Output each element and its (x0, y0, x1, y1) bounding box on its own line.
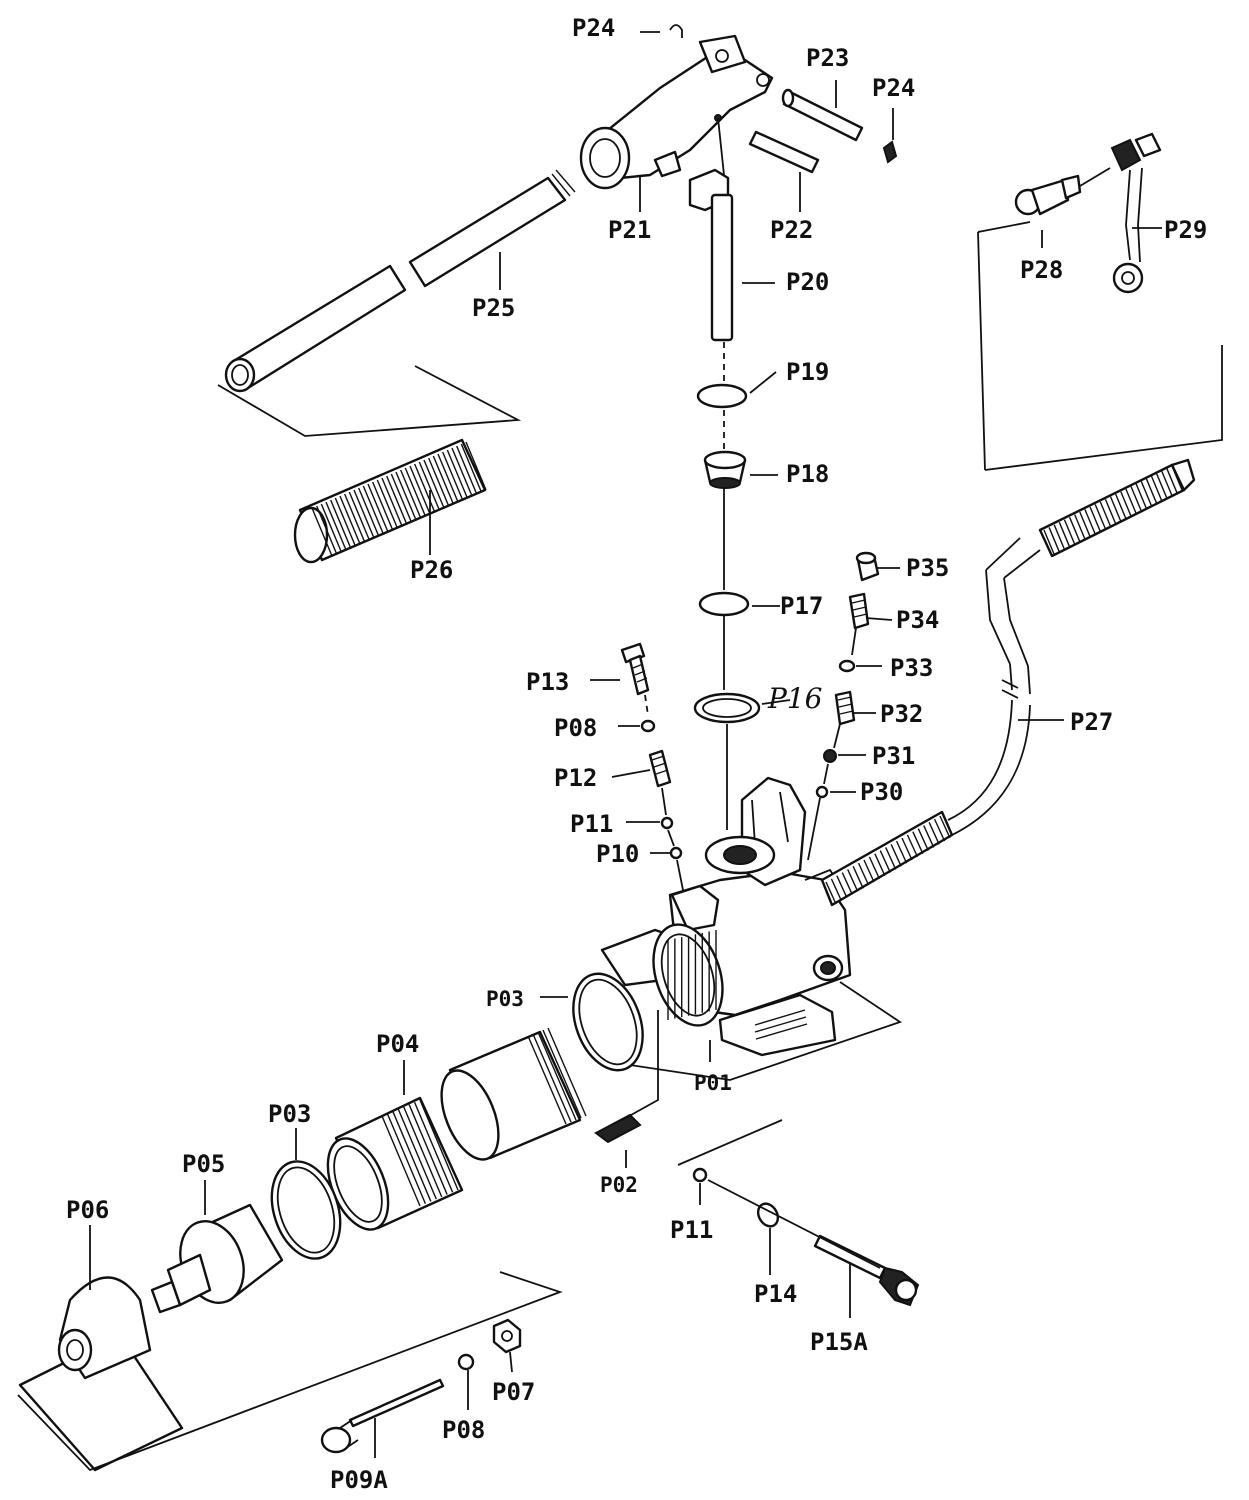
label-p33: P33 (890, 654, 933, 682)
label-p10: P10 (596, 840, 639, 868)
label-p02: P02 (600, 1173, 638, 1197)
label-p15a: P15A (810, 1328, 868, 1356)
ball-seat-p31 (823, 749, 837, 763)
o-ring-p14 (756, 1202, 780, 1228)
o-ring-p03-front (572, 972, 644, 1072)
label-p31: P31 (872, 742, 915, 770)
pump-plunger-p20 (688, 168, 734, 342)
spring-p12 (648, 749, 672, 788)
leader-lines (89, 31, 1162, 1458)
label-p01: P01 (694, 1071, 732, 1095)
cap-p35 (855, 551, 880, 582)
ball-p08-upper (640, 719, 656, 733)
release-screw-p09a (320, 1378, 445, 1454)
label-p26: P26 (410, 556, 453, 584)
label-p08-lower: P08 (442, 1416, 485, 1444)
ram-p05 (150, 1203, 284, 1314)
handle-socket-p21 (579, 34, 774, 190)
washer-p16 (693, 692, 761, 724)
o-ring-p19 (696, 383, 748, 409)
label-p27: P27 (1070, 708, 1113, 736)
label-p30: P30 (860, 778, 903, 806)
o-ring-p17 (698, 591, 750, 617)
label-p25: P25 (472, 294, 515, 322)
label-p03-rear: P03 (268, 1100, 311, 1128)
fitting-p28 (1014, 167, 1111, 216)
label-p13: P13 (526, 668, 569, 696)
label-p20: P20 (786, 268, 829, 296)
screw-p13 (620, 642, 650, 696)
saddle-base-p06 (18, 1276, 184, 1472)
label-p32: P32 (880, 700, 923, 728)
label-p29: P29 (1164, 216, 1207, 244)
spring-p34 (848, 592, 870, 630)
label-p06: P06 (66, 1196, 109, 1224)
release-valve-p15a (813, 1234, 920, 1307)
ball-p30 (815, 785, 829, 799)
seal-p18 (703, 450, 747, 489)
washer-p33 (838, 659, 856, 673)
label-p28: P28 (1020, 256, 1063, 284)
label-p09a: P09A (330, 1466, 388, 1494)
label-p07: P07 (492, 1378, 535, 1406)
clip-p24-right (882, 140, 898, 164)
clamp-p29 (1110, 132, 1162, 294)
label-p17: P17 (780, 592, 823, 620)
part-labels: P24 P23 P24 P21 P22 P20 P25 P19 P18 P26 … (66, 14, 1207, 1494)
pin-p23 (781, 88, 864, 142)
pump-body-p01 (600, 776, 903, 1081)
sleeve-p04-rear (326, 1096, 464, 1231)
hose-p27 (820, 458, 1196, 907)
grip-p26 (293, 438, 487, 564)
label-p23: P23 (806, 44, 849, 72)
label-p12: P12 (554, 764, 597, 792)
label-p11-lower: P11 (670, 1216, 713, 1244)
label-p35: P35 (906, 554, 949, 582)
label-p05: P05 (182, 1150, 225, 1178)
label-p24-top: P24 (572, 14, 615, 42)
label-p21: P21 (608, 216, 651, 244)
label-p03-front: P03 (486, 987, 524, 1011)
label-p14: P14 (754, 1280, 797, 1308)
handle-tube-p25 (224, 169, 576, 393)
ball-p11-lower (692, 1167, 708, 1183)
label-p34: P34 (896, 606, 939, 634)
label-p22: P22 (770, 216, 813, 244)
pin-p22 (748, 130, 820, 174)
label-p19: P19 (786, 358, 829, 386)
label-p08-upper: P08 (554, 714, 597, 742)
o-ring-p03-rear (270, 1160, 342, 1260)
label-p18: P18 (786, 460, 829, 488)
ball-p11-upper (660, 816, 674, 830)
sleeve-p04-front (440, 1027, 587, 1161)
label-p04: P04 (376, 1030, 419, 1058)
label-p24-right: P24 (872, 74, 915, 102)
washer-p08-lower (457, 1353, 475, 1371)
pin-p02 (594, 1010, 659, 1144)
ball-p10 (669, 846, 683, 860)
clip-p24-top (669, 24, 683, 38)
nut-p07 (492, 1318, 522, 1354)
spring-p32 (834, 690, 856, 726)
label-p11-upper: P11 (570, 810, 613, 838)
label-p16: P16 (767, 682, 822, 715)
